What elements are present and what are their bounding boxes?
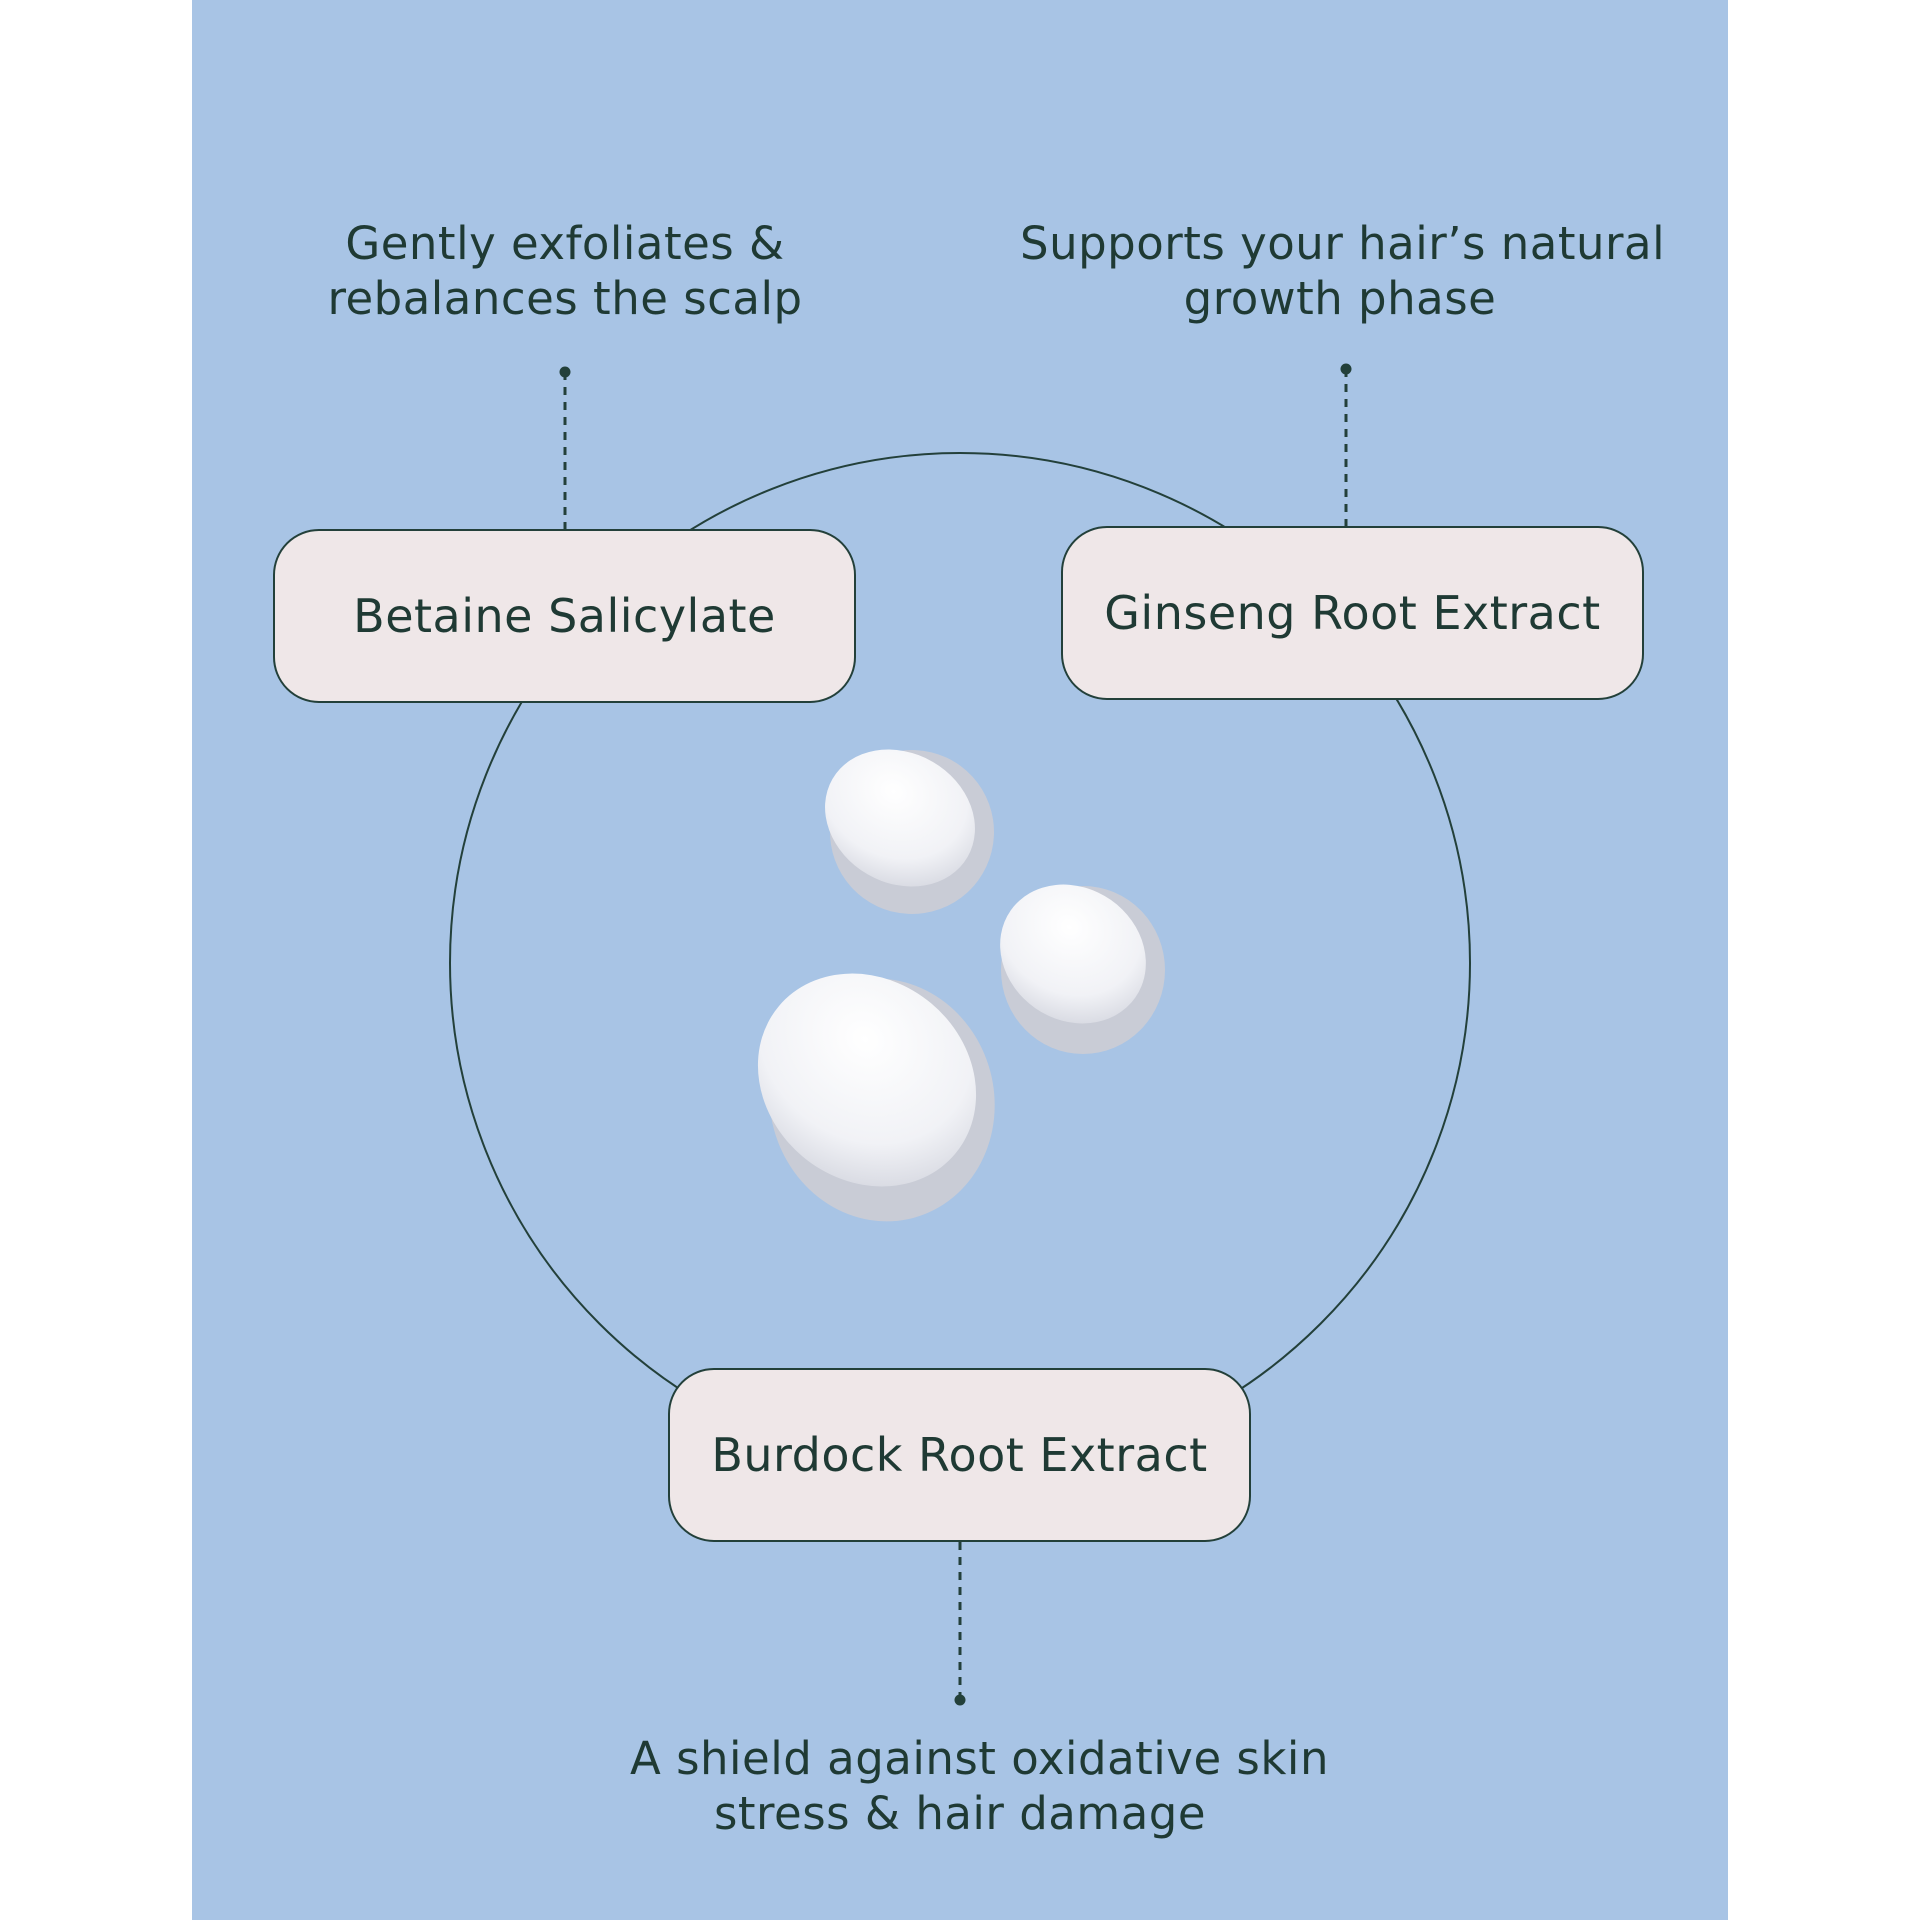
leader-ginseng	[1340, 363, 1352, 527]
leader-betaine	[559, 366, 571, 530]
benefit-burdock-line-2: stress & hair damage	[713, 1787, 1207, 1840]
background-panel	[192, 0, 1728, 1920]
product-beads	[757, 749, 1165, 1222]
benefit-burdock: A shield against oxidative skin stress &…	[630, 1731, 1329, 1841]
leader-burdock	[954, 1542, 966, 1706]
ingredient-pill-betaine-salicylate: Betaine Salicylate	[273, 529, 856, 703]
bead-right	[1000, 884, 1165, 1054]
benefit-ginseng: Supports your hair’s natural growth phas…	[1020, 216, 1666, 326]
bead-top	[825, 749, 994, 914]
bead-bottom	[757, 973, 995, 1222]
benefit-betaine: Gently exfoliates & rebalances the scalp	[315, 216, 815, 326]
benefit-betaine-line-2: rebalances the scalp	[327, 272, 803, 325]
benefit-ginseng-line-2: growth phase	[1183, 272, 1497, 325]
benefit-betaine-line-1: Gently exfoliates &	[345, 217, 785, 270]
ingredient-pill-ginseng-root-extract: Ginseng Root Extract	[1061, 526, 1644, 700]
benefit-ginseng-line-1: Supports your hair’s natural	[1020, 217, 1666, 270]
benefit-burdock-line-1: A shield against oxidative skin	[630, 1732, 1329, 1785]
ingredient-pill-burdock-root-extract: Burdock Root Extract	[668, 1368, 1251, 1542]
